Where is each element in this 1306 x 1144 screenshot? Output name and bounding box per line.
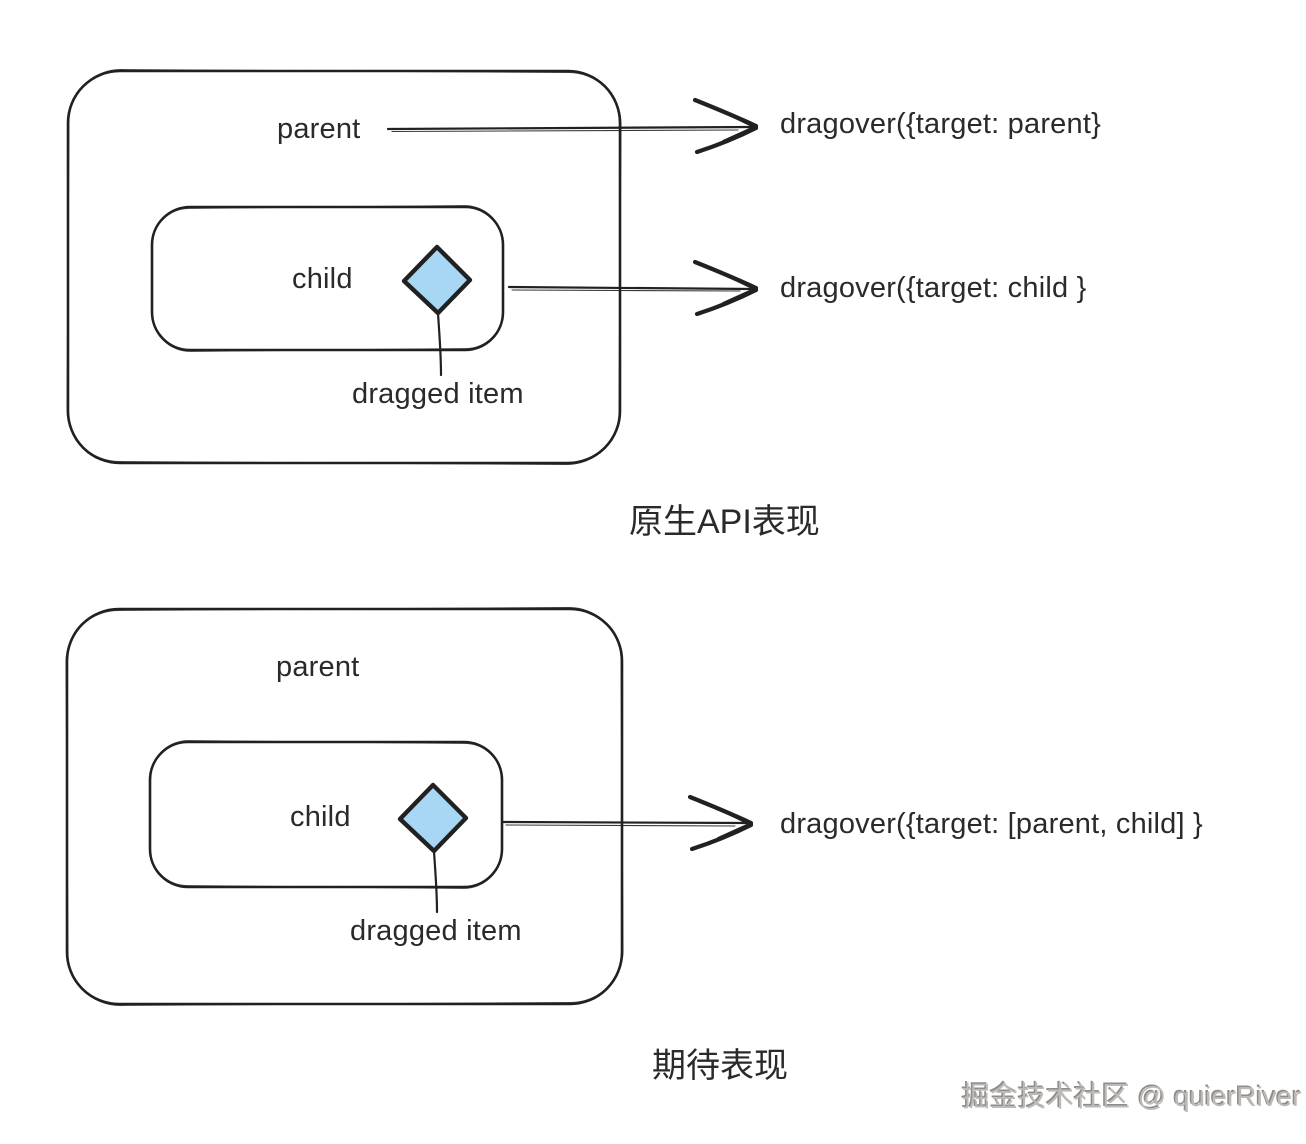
- caption-native-api: 原生API表现: [629, 503, 820, 541]
- parent-label: parent: [277, 113, 361, 145]
- dragged-item-label: dragged item: [352, 378, 524, 410]
- child-box-sketch-line: [149, 740, 503, 889]
- community-watermark: 掘金技术社区 @ quierRiver: [962, 1081, 1302, 1112]
- parent-box-sketch-line: [65, 607, 624, 1006]
- diagram-native-shapes: [66, 69, 759, 465]
- event-child-text: dragover({target: child }: [780, 272, 1087, 304]
- arrow-combined-event: [501, 794, 754, 852]
- parent-box-sketch-line: [66, 69, 622, 465]
- arrow-parent-event: [386, 97, 759, 155]
- dragged-item-pointer-line: [436, 311, 443, 377]
- dragged-item-pointer-line: [432, 849, 439, 914]
- caption-expected: 期待表现: [652, 1047, 788, 1085]
- dragged-item-icon: [397, 782, 469, 854]
- event-parent-text: dragover({target: parent}: [780, 108, 1101, 140]
- dragged-item-icon: [401, 244, 473, 316]
- child-label: child: [292, 263, 353, 295]
- dragged-item-label: dragged item: [350, 915, 522, 947]
- arrow-child-event: [507, 259, 759, 317]
- event-combined-text: dragover({target: [parent, child] }: [780, 808, 1203, 840]
- child-box-sketch-line: [151, 205, 504, 352]
- diagram-expected-shapes: [65, 607, 754, 1006]
- child-label: child: [290, 801, 351, 833]
- parent-label: parent: [276, 651, 360, 683]
